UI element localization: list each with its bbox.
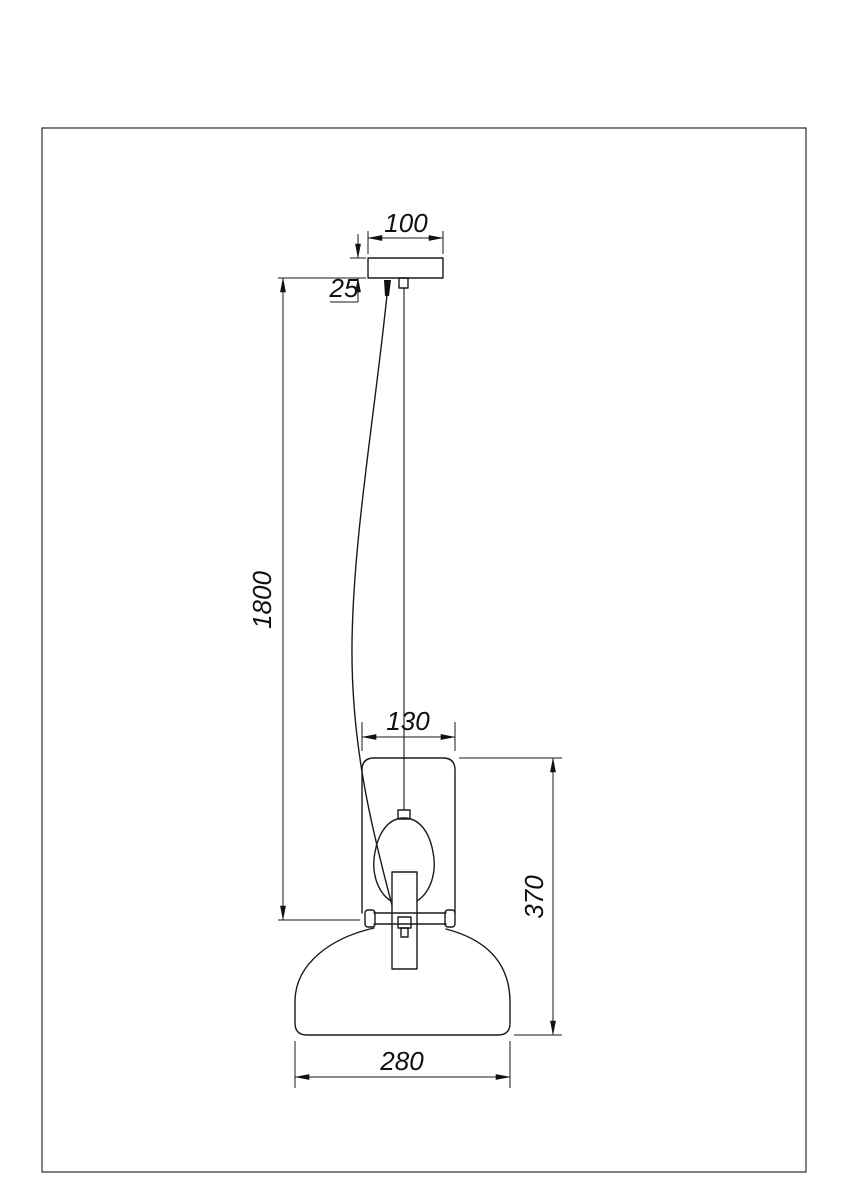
dim-130-label: 130 [386,706,430,736]
collar-left-cap [364,909,376,928]
dim-shade-diameter: 280 [294,1041,511,1088]
canopy-connector [398,277,409,289]
dim-fixture-height: 370 [459,757,562,1036]
drawing-frame [41,127,807,1173]
socket-notch [400,927,409,938]
power-cable [351,294,393,906]
bulb-hanger [397,809,411,820]
dim-canopy-width: 100 [367,208,444,254]
light-bulb [373,817,435,902]
lamp-socket [391,871,418,970]
dim-370-label: 370 [519,875,549,919]
dim-suspension-drop: 1800 [247,277,366,921]
dim-1800-label: 1800 [247,571,277,629]
dim-canopy-height: 25 [329,234,366,303]
dome-shade [294,927,511,1036]
socket-clamp [397,916,412,929]
collar-right-cap [444,909,456,928]
dim-280-label: 280 [379,1046,424,1076]
ceiling-canopy [367,257,444,279]
pendant-lamp [294,257,511,1036]
upper-glass-shade [361,757,456,914]
dim-upper-shade-width: 130 [361,706,456,751]
cable-gland [384,280,391,296]
dim-100-label: 100 [384,208,428,238]
